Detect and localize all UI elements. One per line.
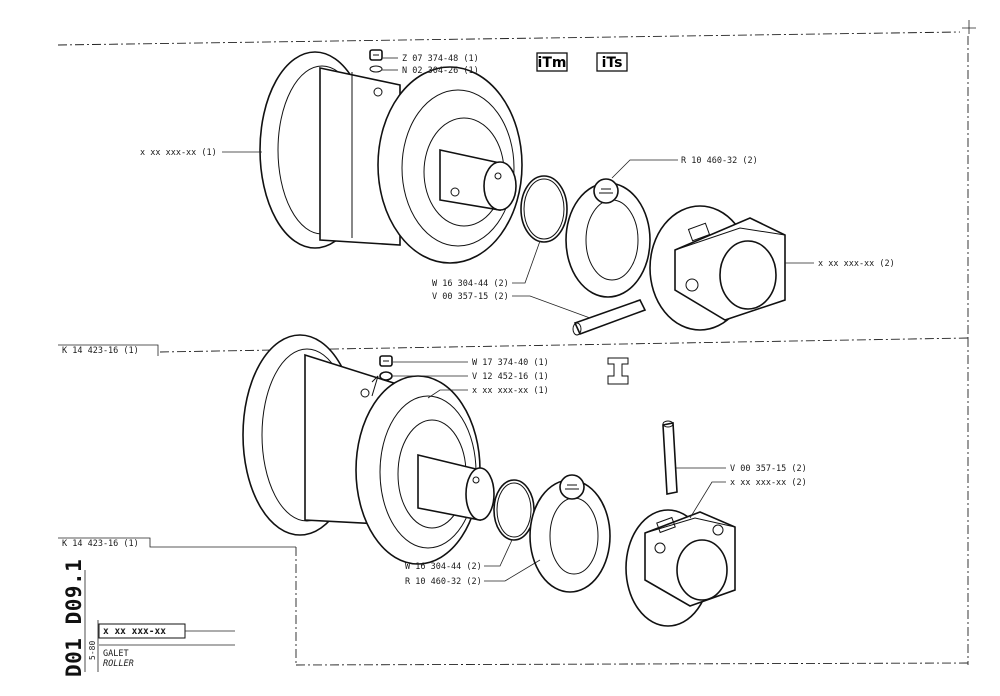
date-code: 5-80 (88, 641, 97, 660)
top-screw-icon (369, 49, 383, 73)
svg-text:K 14 423-16 (1): K 14 423-16 (1) (62, 346, 139, 356)
document-code: D01 D09.1 (62, 558, 86, 677)
label-bottom-seal: R 10 460-32 (2) (405, 577, 482, 587)
label-top-screw: Z 07 374-48 (1) (402, 54, 479, 64)
label-bottom-oring: W 16 304-44 (2) (405, 562, 482, 572)
svg-text:iTm: iTm (538, 55, 567, 71)
label-top-pin: V 00 357-15 (2) (432, 292, 509, 302)
drawing-frame (57, 20, 976, 666)
top-o-ring (520, 175, 568, 243)
itm-logo: iTm (536, 52, 568, 72)
top-end-cap (649, 205, 786, 331)
bottom-seal-ring (529, 474, 611, 593)
label-top-roller: x xx xxx-xx (1) (140, 148, 217, 158)
part-number: x xx xxx-xx (103, 626, 166, 637)
kit-label-upper: K 14 423-16 (1) (58, 344, 159, 356)
its-logo: iTs (596, 52, 628, 72)
name-fr: GALET (103, 649, 129, 659)
label-bottom-washer: V 12 452-16 (1) (472, 372, 549, 382)
bottom-screw-icon (371, 355, 393, 397)
bottom-leaders (393, 361, 726, 582)
title-block: x xx xxx-xx GALET ROLLER 5-80 (84, 570, 235, 672)
bottom-o-ring (493, 479, 535, 541)
label-top-seal: R 10 460-32 (2) (681, 156, 758, 166)
name-en: ROLLER (103, 659, 134, 669)
label-bottom-flange: x xx xxx-xx (1) (472, 386, 549, 396)
bracket-symbol (607, 357, 629, 385)
top-seal-ring (565, 178, 651, 298)
bottom-end-cap (625, 509, 736, 627)
label-bottom-endcap: x xx xxx-xx (2) (730, 478, 807, 488)
kit-label-lower: K 14 423-16 (1) (58, 537, 296, 549)
bottom-pin (662, 420, 678, 495)
top-roller-body (259, 51, 523, 264)
top-leaders (222, 57, 814, 319)
label-bottom-screw: W 17 374-40 (1) (472, 358, 549, 368)
label-top-washer: N 02 304-26 (1) (402, 66, 479, 76)
label-top-oring: W 16 304-44 (2) (432, 279, 509, 289)
label-bottom-pin: V 00 357-15 (2) (730, 464, 807, 474)
bottom-roller-body (242, 334, 495, 565)
top-pin (572, 299, 647, 336)
registration-mark (962, 20, 976, 34)
svg-text:iTs: iTs (602, 55, 623, 71)
label-top-endcap: x xx xxx-xx (2) (818, 259, 895, 269)
svg-text:K 14 423-16 (1): K 14 423-16 (1) (62, 539, 139, 549)
